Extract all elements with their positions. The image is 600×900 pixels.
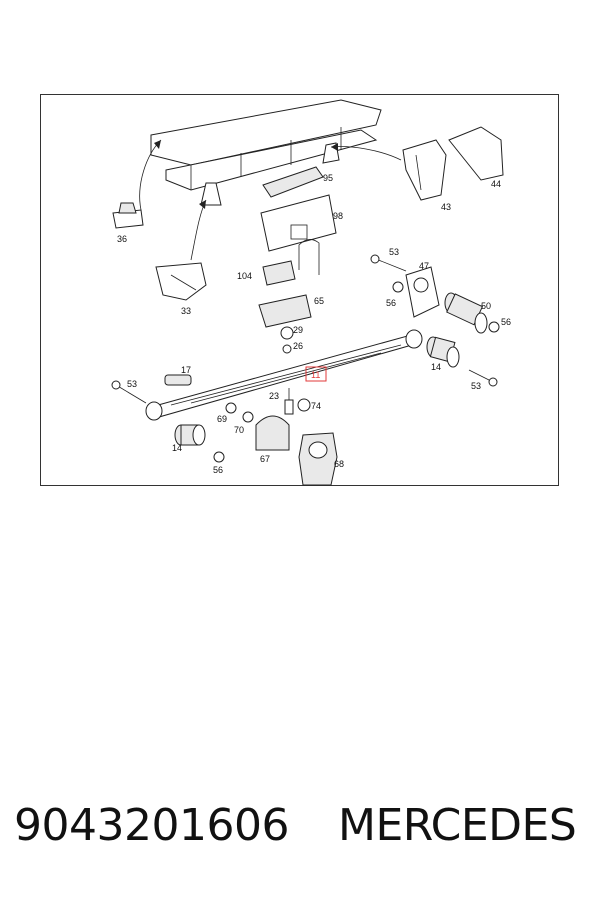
callout-23: 23 xyxy=(269,391,279,401)
parts-diagram: 95 98 36 104 33 65 29 26 17 53 11 23 74 … xyxy=(40,94,559,486)
shackle-47 xyxy=(405,266,440,318)
callout-17: 17 xyxy=(181,365,191,375)
callout-11: 11 xyxy=(311,370,320,380)
plate-95 xyxy=(262,166,324,198)
nut-56-right xyxy=(488,321,500,333)
bump-stop-17 xyxy=(164,374,192,386)
u-bolt xyxy=(298,239,320,275)
plate-98 xyxy=(260,194,337,252)
leaf-spring-11 xyxy=(145,329,423,421)
callout-14-right: 14 xyxy=(431,362,441,372)
callout-14-left: 14 xyxy=(172,443,182,453)
bushing-50 xyxy=(444,292,488,334)
bolt-53-right xyxy=(468,369,492,382)
chassis-frame xyxy=(150,99,382,206)
callout-53-left: 53 xyxy=(127,379,137,389)
nut-74 xyxy=(297,398,311,412)
exploded-view-drawing: 95 98 36 104 33 65 29 26 17 53 11 23 74 … xyxy=(111,99,511,486)
bracket-68 xyxy=(298,432,338,486)
callout-68: 68 xyxy=(334,459,344,469)
nut-29 xyxy=(280,326,294,340)
callout-65: 65 xyxy=(314,296,324,306)
callout-44: 44 xyxy=(491,179,501,189)
callout-95: 95 xyxy=(323,173,333,183)
callout-53-right: 53 xyxy=(471,381,481,391)
bolt-53-top xyxy=(375,258,407,272)
callout-26: 26 xyxy=(293,341,303,351)
bracket-44 xyxy=(448,126,504,181)
callout-50: 50 xyxy=(481,301,491,311)
callout-104: 104 xyxy=(237,271,252,281)
callout-36: 36 xyxy=(117,234,127,244)
bracket-43 xyxy=(402,139,447,201)
callout-47: 47 xyxy=(419,261,429,271)
part-number: 9043201606 xyxy=(14,800,289,851)
callout-74: 74 xyxy=(311,401,321,411)
washer-26 xyxy=(282,344,292,354)
pad-104 xyxy=(262,260,296,286)
callout-56-top: 56 xyxy=(386,298,396,308)
callout-43: 43 xyxy=(441,202,451,212)
callout-53-top: 53 xyxy=(389,247,399,257)
bracket-33 xyxy=(155,262,207,301)
callout-70: 70 xyxy=(234,425,244,435)
brand-name: MERCEDES xyxy=(338,800,577,851)
callout-33: 33 xyxy=(181,306,191,316)
nut-70 xyxy=(242,411,254,423)
callout-56-right: 56 xyxy=(501,317,511,327)
callout-67: 67 xyxy=(260,454,270,464)
spring-seat-65 xyxy=(258,294,312,328)
callout-98: 98 xyxy=(333,211,343,221)
callout-56-left: 56 xyxy=(213,465,223,475)
pad-67 xyxy=(255,415,290,451)
nut-56-left xyxy=(213,451,225,463)
highlight-callout-11 xyxy=(305,366,327,382)
callout-29: 29 xyxy=(293,325,303,335)
bracket-36 xyxy=(112,202,144,229)
caption: 9043201606 MERCEDES xyxy=(0,800,600,860)
bushing-14-right xyxy=(426,336,460,368)
nut-56-top xyxy=(392,281,404,293)
bolt-53-left xyxy=(115,384,147,404)
bolt-69 xyxy=(225,402,237,414)
bushing-14-left xyxy=(174,424,206,446)
callout-69: 69 xyxy=(217,414,227,424)
